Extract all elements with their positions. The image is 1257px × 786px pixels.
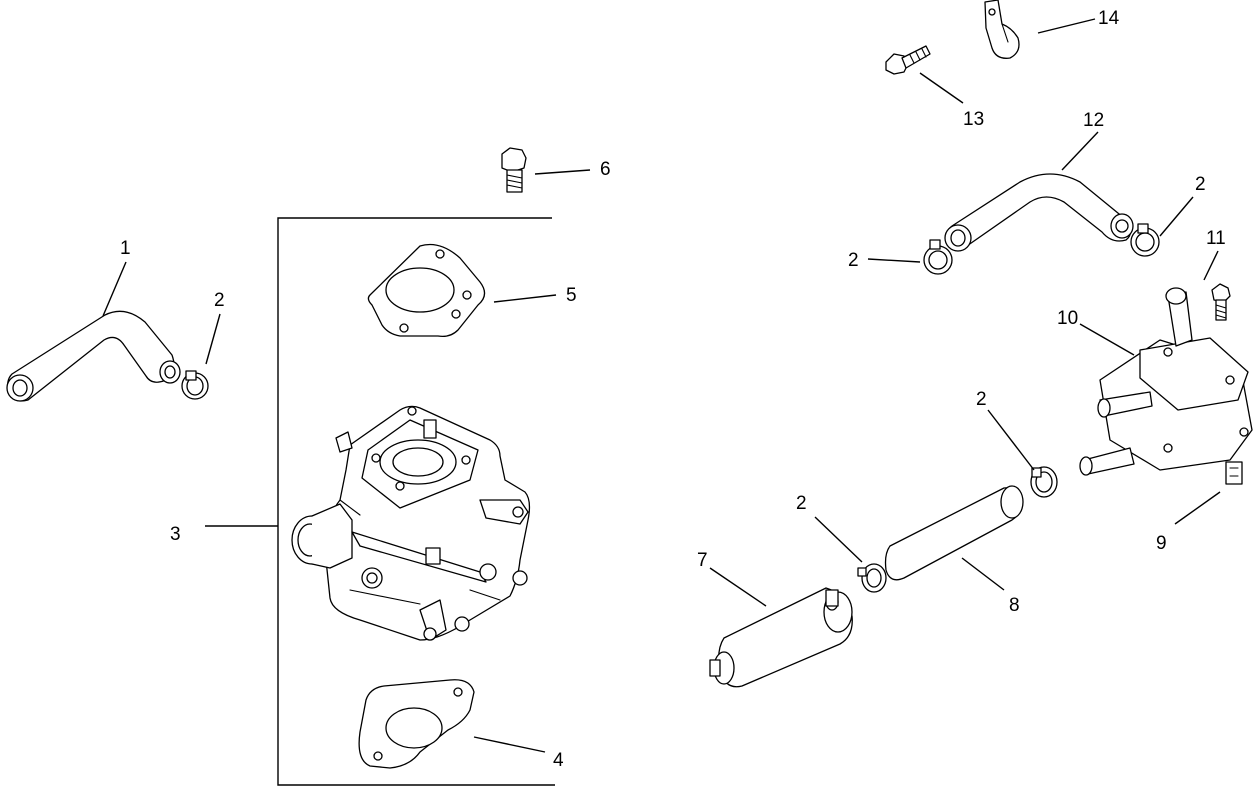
- callout-7: 7: [697, 550, 708, 571]
- fuel-pump-10: [1079, 287, 1253, 485]
- callout-1: 1: [120, 238, 131, 259]
- callout-2: 2: [1195, 174, 1206, 195]
- carburetor-3: [291, 405, 531, 641]
- callout-2: 2: [976, 389, 987, 410]
- callout-13: 13: [963, 109, 984, 130]
- leader-lines: [102, 18, 1221, 753]
- hose-12: [944, 173, 1134, 252]
- bolt-6: [501, 147, 527, 193]
- callout-2: 2: [796, 493, 807, 514]
- hose-1: [6, 310, 181, 402]
- callout-14: 14: [1098, 8, 1120, 29]
- callout-5: 5: [566, 285, 577, 306]
- callout-9: 9: [1156, 533, 1167, 554]
- fuel-filter-7: [709, 587, 853, 688]
- bolt-13: [885, 45, 931, 75]
- callout-2: 2: [848, 250, 859, 271]
- gasket-5: [367, 243, 486, 338]
- callout-8: 8: [1009, 595, 1020, 616]
- callout-6: 6: [600, 159, 611, 180]
- hose-clamp-2a: [181, 370, 209, 400]
- callout-4: 4: [553, 750, 564, 771]
- hose-clamp-2c: [1130, 223, 1160, 257]
- hose-clamp-2e: [1030, 466, 1058, 498]
- callout-2: 2: [214, 290, 225, 311]
- callout-labels: 1 2 3 4 5 6 7 8 9 10 11 12 13 14 2 2 2 2: [120, 8, 1226, 771]
- callout-11: 11: [1206, 228, 1226, 249]
- callout-3: 3: [170, 524, 181, 545]
- callout-10: 10: [1057, 308, 1078, 329]
- callout-12: 12: [1083, 110, 1104, 131]
- gasket-4: [358, 679, 475, 769]
- hose-clamp-2b: [923, 239, 953, 275]
- bolt-11: [1211, 283, 1231, 321]
- assembly-bracket-3: [205, 217, 555, 786]
- p-clip-14: [984, 0, 1020, 59]
- hose-8: [884, 485, 1024, 581]
- hose-clamp-2d: [857, 563, 887, 593]
